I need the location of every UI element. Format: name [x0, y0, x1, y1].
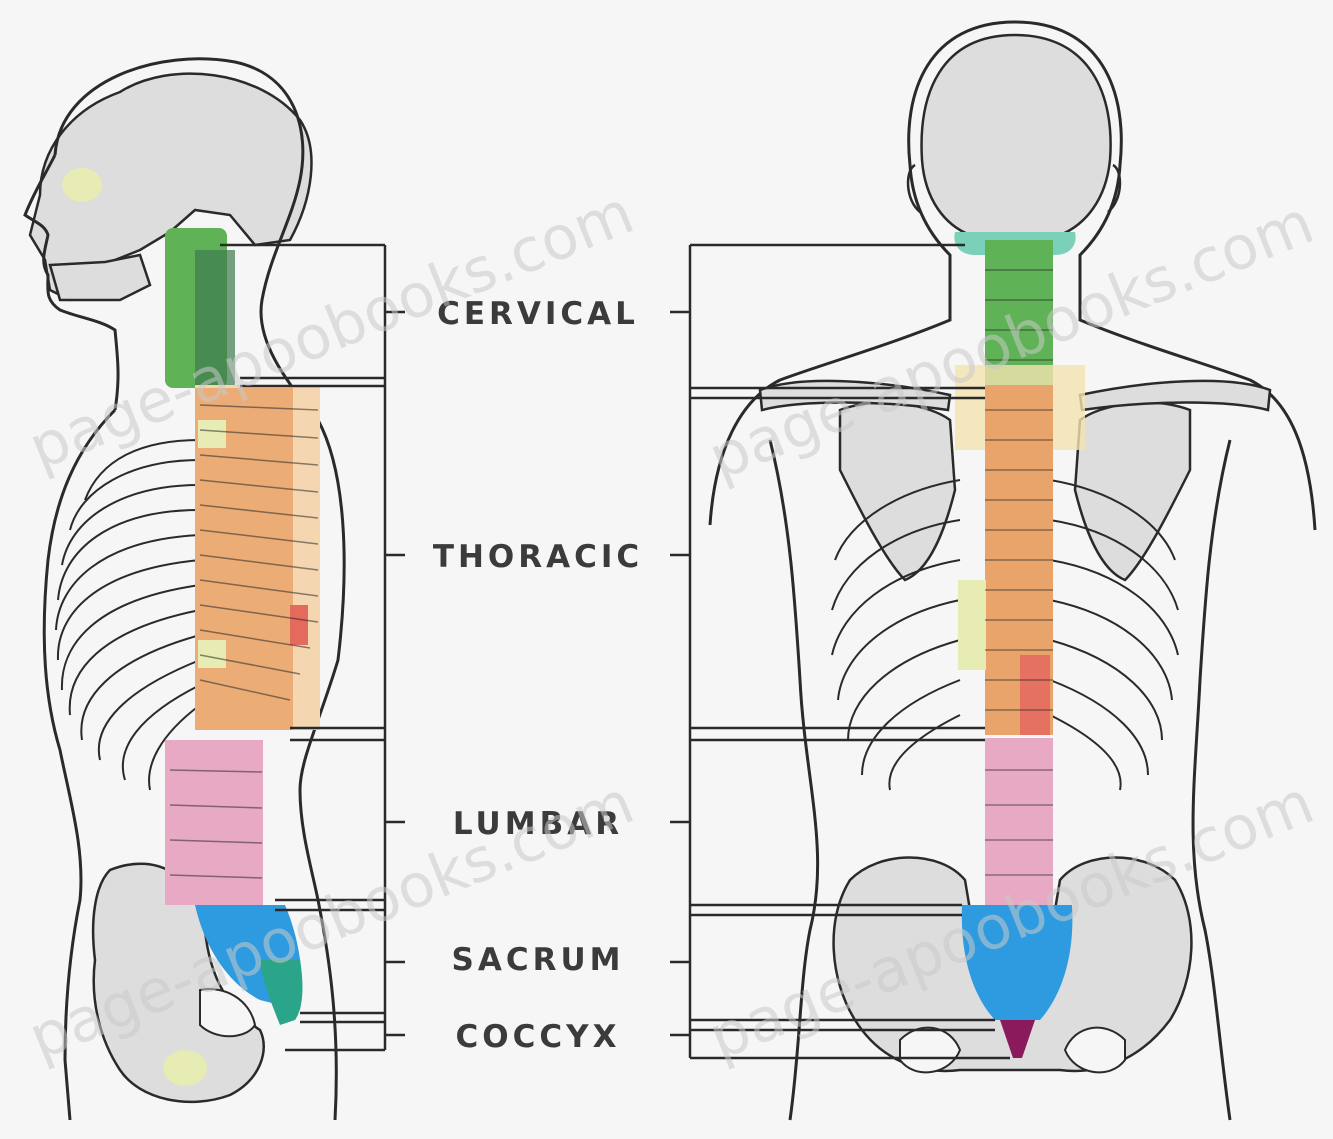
label-sacrum: SACRUM — [452, 942, 625, 978]
label-thoracic: THORACIC — [433, 539, 643, 575]
side-red-accent — [290, 605, 308, 645]
label-coccyx: COCCYX — [456, 1019, 621, 1055]
side-hip-highlight — [163, 1050, 207, 1086]
back-head — [922, 35, 1111, 235]
side-thoracic-highlight — [198, 420, 226, 448]
back-thoracic-highlight-left — [958, 580, 986, 670]
side-eye-highlight — [62, 168, 102, 202]
side-lumbar-segment — [165, 740, 263, 905]
side-ribcage — [56, 440, 200, 790]
side-thoracic-highlight-low — [198, 640, 226, 668]
back-red-accent — [1020, 655, 1050, 735]
region-labels: CERVICAL THORACIC LUMBAR SACRUM COCCYX — [433, 296, 643, 1055]
back-torso-right — [1193, 440, 1230, 1120]
